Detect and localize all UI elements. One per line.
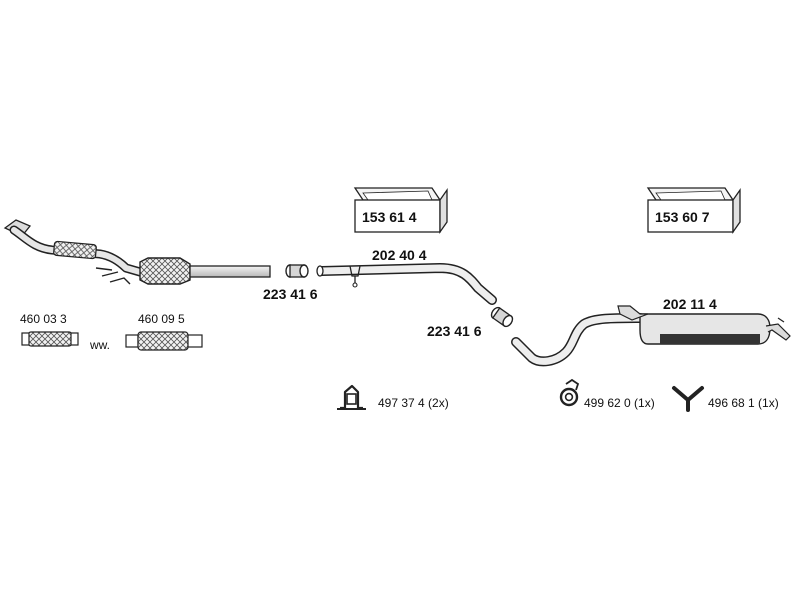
middle-pipe-label: 202 40 4 — [372, 247, 427, 263]
rear-silencer-label: 202 11 4 — [663, 296, 717, 312]
bracket-icon — [337, 384, 366, 410]
front-pipe-with-catalyst — [3, 219, 271, 285]
rubber-ring-label: 499 62 0 (1x) — [584, 396, 655, 410]
middle-pipe — [316, 263, 497, 305]
flex-pipe-a-label: 460 03 3 — [20, 312, 67, 326]
package-number-1: 153 61 4 — [362, 209, 417, 225]
package-box-2 — [646, 187, 741, 235]
flex-pipe-b-label: 460 09 5 — [138, 312, 185, 326]
flex-alternative-text: ww. — [90, 338, 111, 352]
rear-silencer — [511, 305, 791, 367]
flex-pipe-b — [125, 331, 203, 351]
bracket-label: 497 37 4 (2x) — [378, 396, 449, 410]
y-hanger-icon — [672, 386, 704, 412]
rear-clamp — [490, 306, 514, 328]
flex-pipe-a — [21, 331, 79, 347]
package-number-2: 153 60 7 — [655, 209, 710, 225]
front-clamp — [285, 264, 309, 278]
rubber-ring-icon — [559, 378, 580, 407]
package-box-1 — [353, 187, 448, 235]
rear-clamp-label: 223 41 6 — [427, 323, 482, 339]
front-clamp-label: 223 41 6 — [263, 286, 318, 302]
y-hanger-label: 496 68 1 (1x) — [708, 396, 779, 410]
